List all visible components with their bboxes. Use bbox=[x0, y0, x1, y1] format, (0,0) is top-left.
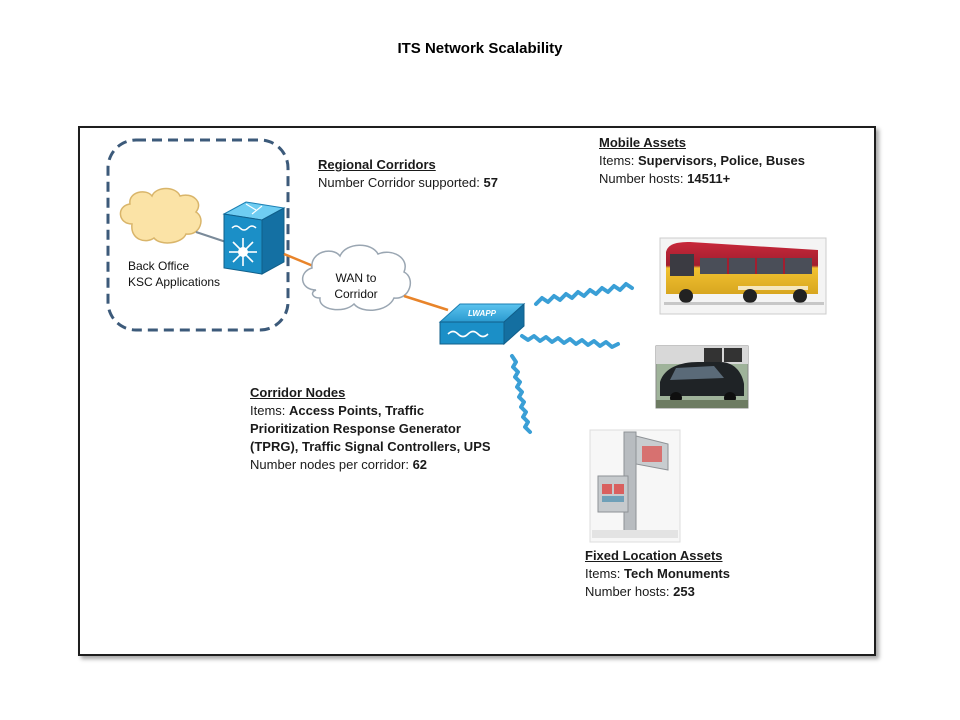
back-office-enclosure bbox=[106, 138, 290, 332]
police-car-image bbox=[655, 345, 749, 409]
regional-corridors-block: Regional Corridors Number Corridor suppo… bbox=[318, 156, 498, 192]
wireless-link-police bbox=[520, 334, 620, 349]
nodes-count-label: Number nodes per corridor: bbox=[250, 457, 413, 472]
fixed-assets-block: Fixed Location Assets Items: Tech Monume… bbox=[585, 547, 730, 601]
lwapp-label: LWAPP bbox=[468, 309, 497, 318]
wireless-link-monument bbox=[510, 354, 532, 434]
wireless-link-bus bbox=[534, 282, 634, 306]
fixed-items-value: Tech Monuments bbox=[624, 566, 730, 581]
lwapp-access-point-icon: LWAPP bbox=[438, 302, 526, 346]
back-office-label: Back Office KSC Applications bbox=[128, 258, 220, 290]
mobile-items-label: Items: bbox=[599, 153, 639, 168]
mobile-assets-block: Mobile Assets Items: Supervisors, Police… bbox=[599, 134, 805, 188]
regional-corridors-heading: Regional Corridors bbox=[318, 157, 436, 172]
nodes-items-line1: Access Points, Traffic bbox=[289, 403, 425, 418]
mobile-assets-heading: Mobile Assets bbox=[599, 135, 686, 150]
wan-cloud bbox=[302, 244, 412, 311]
nodes-items-line3: (TPRG), Traffic Signal Controllers, UPS bbox=[250, 439, 491, 454]
fixed-items-label: Items: bbox=[585, 566, 625, 581]
mobile-hosts-label: Number hosts: bbox=[599, 171, 688, 186]
corridor-count-label: Number Corridor supported: bbox=[318, 175, 484, 190]
back-office-line2: KSC Applications bbox=[128, 275, 221, 289]
l3-switch-icon bbox=[222, 201, 286, 275]
corridor-nodes-heading: Corridor Nodes bbox=[250, 385, 346, 400]
nodes-count-value: 62 bbox=[412, 457, 428, 472]
fixed-assets-heading: Fixed Location Assets bbox=[585, 548, 723, 563]
page-title: ITS Network Scalability bbox=[397, 40, 563, 57]
link-cloud-switch bbox=[195, 231, 227, 243]
fixed-hosts-value: 253 bbox=[673, 584, 695, 599]
link-wan-ap bbox=[403, 294, 449, 312]
back-office-cloud bbox=[119, 187, 202, 244]
mobile-items-value: Supervisors, Police, Buses bbox=[638, 153, 805, 168]
nodes-items-line2: Prioritization Response Generator bbox=[250, 421, 461, 436]
corridor-count-value: 57 bbox=[483, 175, 498, 190]
wan-label: WAN to Corridor bbox=[326, 270, 386, 302]
nodes-items-label: Items: bbox=[250, 403, 290, 418]
tech-monument-image bbox=[589, 429, 681, 543]
fixed-hosts-label: Number hosts: bbox=[585, 584, 674, 599]
mobile-hosts-value: 14511+ bbox=[687, 171, 731, 186]
corridor-nodes-block: Corridor Nodes Items: Access Points, Tra… bbox=[250, 384, 491, 474]
back-office-line1: Back Office bbox=[128, 259, 190, 273]
wan-line1: WAN to bbox=[335, 271, 377, 285]
bus-image bbox=[659, 237, 827, 315]
wan-line2: Corridor bbox=[334, 287, 378, 301]
